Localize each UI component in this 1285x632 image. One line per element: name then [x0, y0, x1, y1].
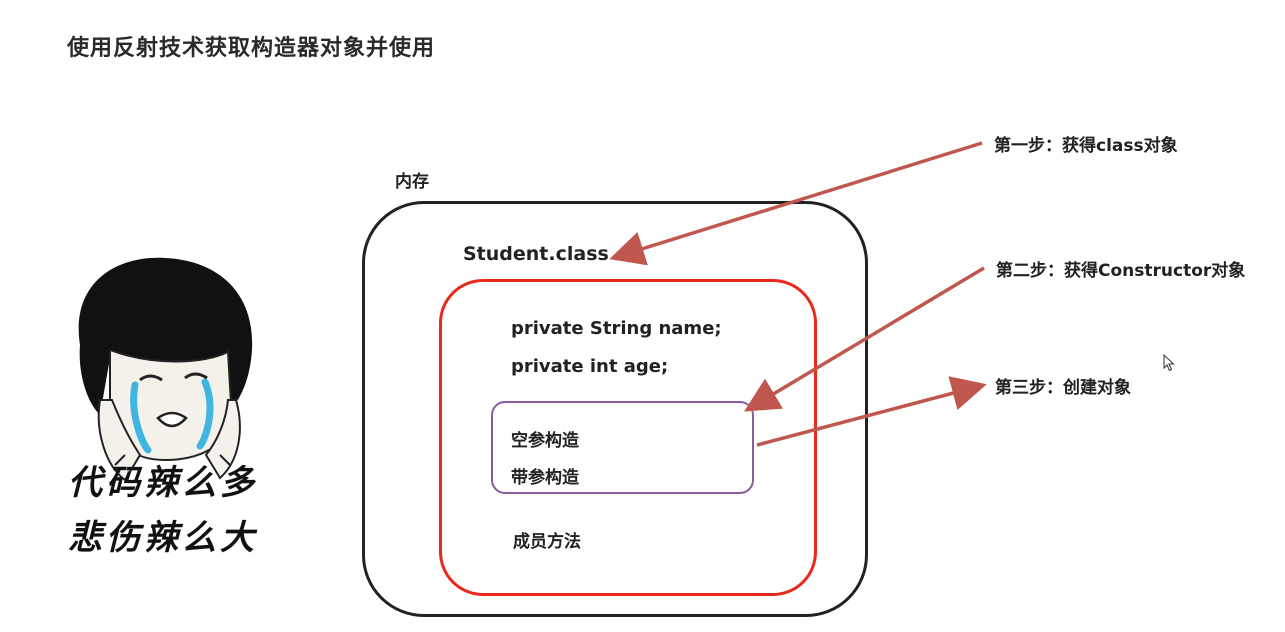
- mouse-cursor-icon: [1163, 354, 1175, 372]
- arrow-step-1: [616, 143, 982, 257]
- arrow-step-2: [750, 268, 984, 408]
- arrow-step-3: [757, 386, 980, 445]
